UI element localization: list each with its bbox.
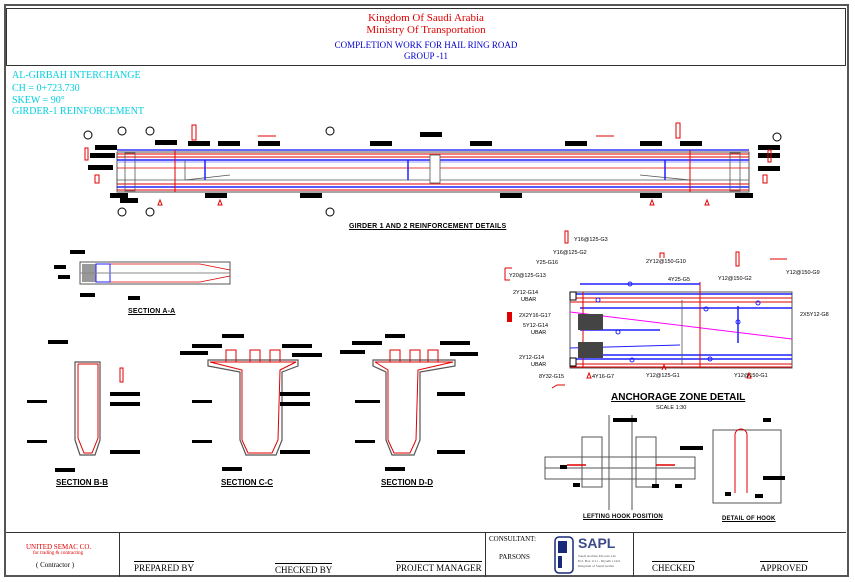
consultant-cell: CONSULTANT: PARSONS SAPL Saudi Arabian P…: [486, 533, 634, 577]
rebar-label: Y12@125-G1: [646, 373, 680, 379]
rebar-label: UBAR: [531, 362, 547, 368]
anchorage-zone-title: ANCHORAGE ZONE DETAIL: [611, 392, 746, 403]
section-b-b-drawing: [27, 340, 140, 472]
project-title: COMPLETION WORK FOR HAIL RING ROAD: [334, 40, 518, 50]
section-d-d-drawing: [340, 334, 478, 471]
rebar-label: Y16@125-G3: [574, 237, 608, 243]
sapl-logo: [554, 536, 574, 574]
lifting-hook-label: LEFTING HOOK POSITION: [583, 514, 663, 520]
girder-elevation: [83, 122, 782, 217]
rebar-label: Y16@125-G2: [553, 250, 587, 256]
drawing-subject: GIRDER-1 REINFORCEMENT: [12, 106, 144, 117]
interchange-name: AL-GIRBAH INTERCHANGE: [12, 70, 141, 81]
rebar-label: 8Y32-G15: [539, 374, 565, 380]
consultant-name: PARSONS: [499, 553, 530, 561]
lifting-hook-drawing: [544, 415, 696, 510]
rebar-label: Y12@150-G1: [734, 373, 768, 379]
chainage: CH = 0+723.730: [12, 83, 80, 94]
section-a-a-label: SECTION A-A: [128, 308, 176, 315]
rebar-label: Y25-G16: [536, 260, 559, 266]
detail-hook-label: DETAIL OF HOOK: [722, 516, 776, 522]
approval-cell: CHECKED APPROVED: [634, 533, 846, 577]
rebar-label: UBAR: [531, 330, 547, 336]
detail-hook-drawing: [680, 418, 785, 504]
rebar-label: 2X2Y16-G17: [519, 313, 551, 319]
girder-details-title: GIRDER 1 AND 2 REINFORCEMENT DETAILS: [349, 223, 507, 230]
rebar-label: 4Y16-G7: [592, 374, 615, 380]
rebar-label: Y12@150-G2: [718, 276, 752, 282]
consultant-label: CONSULTANT:: [489, 535, 537, 543]
contractor-cell: UNITED SEMAC CO. for trading & contracti…: [6, 533, 120, 577]
signatures-cell: PREPARED BY CHECKED BY PROJECT MANAGER: [120, 533, 486, 577]
rebar-label: 2Y12-G14: [519, 355, 545, 361]
section-c-c-drawing: [180, 334, 322, 471]
logo-line3: Kingdom of Saudi Arabia: [578, 564, 615, 568]
logo-line2: P.O. Box 1111 - Riyadh 11421: [578, 559, 621, 563]
country-title: Kingdom Of Saudi Arabia: [368, 12, 484, 24]
rebar-label: Y12@150-G9: [786, 270, 820, 276]
project-manager-label: PROJECT MANAGER: [396, 561, 482, 573]
skew: SKEW = 90°: [12, 95, 65, 106]
rebar-label: 2Y12@150-G10: [646, 259, 686, 265]
logo-line1: Saudi Arabian Parsons Ltd.: [578, 554, 617, 558]
approved-label: APPROVED: [760, 561, 808, 573]
group-title: GROUP -11: [403, 51, 449, 61]
checked-by-label: CHECKED BY: [275, 563, 333, 575]
section-b-b-label: SECTION B-B: [56, 478, 108, 487]
anchorage-zone-drawing: [504, 230, 793, 389]
section-c-c-label: SECTION C-C: [221, 478, 273, 487]
title-block-footer: UNITED SEMAC CO. for trading & contracti…: [6, 532, 846, 577]
drawing-frame: [4, 4, 849, 577]
logo-text: SAPL: [578, 535, 616, 551]
checked-label: CHECKED: [652, 561, 695, 573]
rebar-label: 5Y12-G14: [523, 323, 549, 329]
contractor-name: UNITED SEMAC CO.: [26, 543, 92, 551]
contractor-subtitle: for trading & contracting: [33, 551, 84, 556]
rebar-label: 2Y12-G14: [513, 290, 539, 296]
rebar-label: 2X5Y12-G8: [800, 312, 829, 318]
ministry-title: Ministry Of Transportation: [366, 24, 486, 36]
rebar-label: UBAR: [521, 297, 537, 303]
anchorage-scale: SCALE 1:30: [656, 405, 687, 411]
title-block-header: Kingdom Of Saudi Arabia Ministry Of Tran…: [6, 8, 846, 66]
contractor-role: ( Contractor ): [36, 561, 75, 569]
rebar-label: 4Y25-G5: [668, 277, 691, 283]
rebar-label: Y20@125-G13: [509, 273, 546, 279]
prepared-by-label: PREPARED BY: [134, 561, 194, 573]
section-a-a-drawing: [54, 250, 231, 300]
section-d-d-label: SECTION D-D: [381, 478, 433, 487]
